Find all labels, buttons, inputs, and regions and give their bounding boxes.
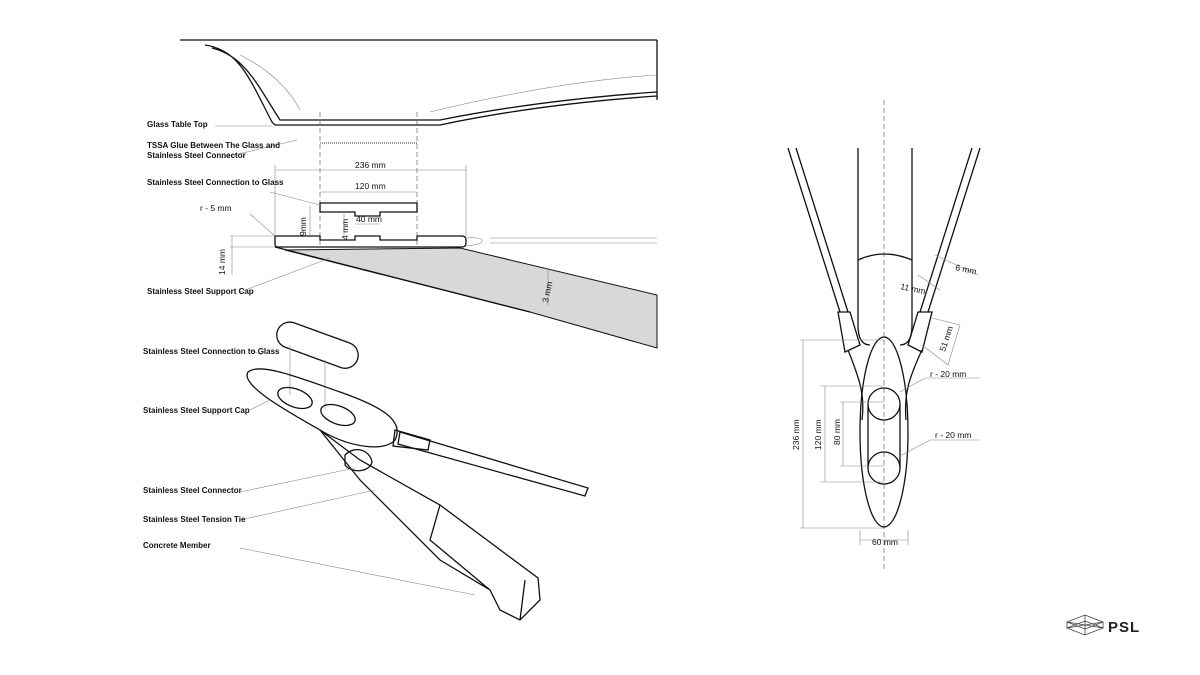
iso-connector [344,429,431,472]
plan-view [787,100,981,570]
dim-4: 4 mm [340,219,350,240]
dim-120-plan: 120 mm [813,419,823,450]
dim-40: 40 mm [356,214,382,224]
label-connection: Stainless Steel Connection to Glass [147,178,284,187]
dim-r20-top: r - 20 mm [930,369,966,379]
label-support-cap: Stainless Steel Support Cap [147,287,254,296]
iso-label-support-cap: Stainless Steel Support Cap [143,406,250,415]
logo-text: PSL [1108,619,1140,636]
dim-236-plan: 236 mm [791,419,801,450]
iso-tension-rod [397,431,589,497]
glass-table-top [180,39,658,126]
dim-80-plan: 80 mm [832,419,842,445]
dim-r20-bottom: r - 20 mm [935,430,971,440]
dim-236: 236 mm [355,160,386,170]
logo-cube-icon [1065,614,1105,636]
iso-label-concrete: Concrete Member [143,541,211,550]
psl-logo: PSL [1065,614,1140,636]
isometric-view [239,321,589,621]
iso-label-tension-tie: Stainless Steel Tension Tie [143,515,246,524]
dim-6: 6 mm [955,262,978,276]
plan-support-cap [859,336,909,528]
connection-plate [319,202,418,217]
iso-connection-plate [276,321,359,369]
label-radius: r - 5 mm [200,203,232,213]
support-cap-section [284,247,658,349]
plan-tie-left [787,147,861,353]
base-cap [274,235,467,248]
label-glass-top: Glass Table Top [147,120,208,129]
dim-11: 11 mm [900,281,927,296]
plan-column [857,148,913,346]
dim-51: 51 mm [937,325,955,353]
dim-9: 9mm [298,217,308,236]
dim-3: 3 mm [540,281,554,304]
section-view [180,39,658,349]
plan-hole-top [867,387,901,421]
plan-hole-bottom [867,451,901,485]
dim-120: 120 mm [355,181,386,191]
plan-tie-right [907,147,981,353]
dim-14: 14 mm [217,249,227,275]
label-tssa-2: Stainless Steel Connector [147,151,246,160]
iso-support-cap [246,368,398,448]
dim-60-plan: 60 mm [872,537,898,547]
iso-label-connection: Stainless Steel Connection to Glass [143,347,280,356]
iso-label-connector: Stainless Steel Connector [143,486,242,495]
iso-concrete-member [319,429,541,621]
label-tssa-1: TSSA Glue Between The Glass and [147,141,280,150]
